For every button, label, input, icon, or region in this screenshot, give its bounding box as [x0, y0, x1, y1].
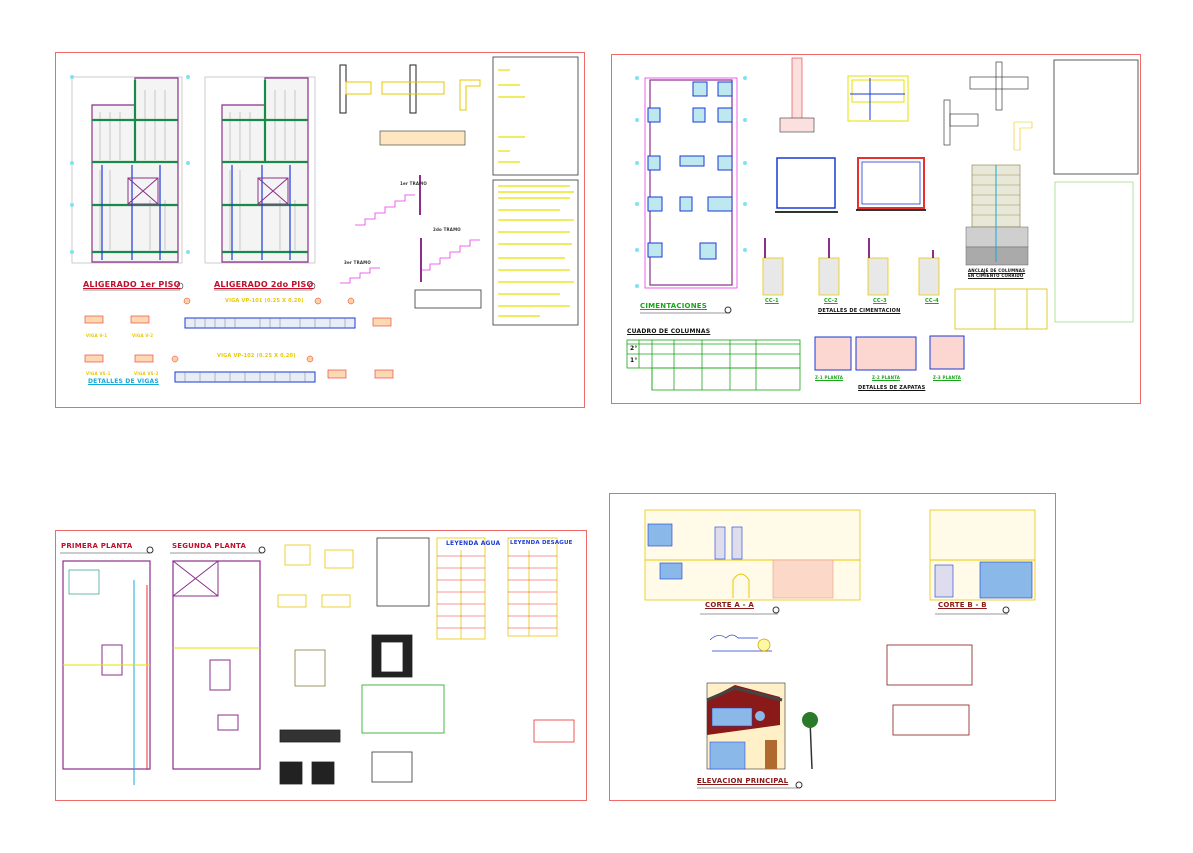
slab-plan-floor1: [70, 75, 190, 264]
sanitary-details: [277, 544, 413, 785]
water-legend-title: LEYENDA AGUA: [446, 540, 501, 547]
house-elevation: [697, 682, 818, 789]
stair-label-1: 1er TRAMO: [400, 181, 427, 186]
cistern-sections: [775, 157, 926, 213]
sheet-structural-slabs: [55, 52, 585, 408]
slab-plan-floor1-title: ALIGERADO 1er PISO: [83, 280, 181, 289]
foundation-anchor-detail: [965, 164, 1029, 266]
section-label: VIGA VS-1: [86, 371, 111, 376]
foundation-cut-label: CC-1: [765, 298, 779, 304]
stair-label-3: 3er TRAMO: [344, 260, 371, 265]
beam-details-title: DETALLES DE VIGAS: [88, 378, 159, 385]
foundation-plan: [635, 76, 747, 314]
foundation-plan-title: CIMENTACIONES: [640, 302, 707, 310]
column-floor-label: 2°: [630, 345, 638, 352]
legend-rows: [437, 555, 557, 629]
foundation-cut-details: [762, 238, 940, 296]
sheet-plumbing: [55, 530, 587, 801]
plumbing-floor1-title: PRIMERA PLANTA: [61, 542, 133, 550]
footing-plan-label: Z-1 PLANTA: [815, 375, 844, 380]
column-floor-label: 1°: [630, 357, 638, 364]
wall-footing-section: [779, 57, 815, 133]
plumbing-plan-floor2: [170, 546, 266, 770]
slab-plan-floor2-title: ALIGERADO 2do PISO: [214, 280, 314, 289]
section-b-title: CORTE B - B: [938, 601, 987, 609]
section-label: VIGA V-1: [86, 333, 108, 338]
yellow-notes-s1: [498, 69, 574, 317]
foundation-cut-label: CC-4: [925, 298, 939, 304]
foundation-details-title: DETALLES DE CIMENTACION: [818, 308, 901, 314]
slab-plan-floor2: [204, 76, 316, 264]
section-a-drawing: [644, 509, 861, 615]
anchor-detail-title: ANCLAJE DE COLUMNAS EN CIMIENTO CORRIDO: [968, 268, 1026, 278]
foundation-cut-label: CC-2: [824, 298, 838, 304]
footings-title: DETALLES DE ZAPATAS: [858, 385, 926, 391]
beam-sections: [84, 315, 394, 379]
stair-details: [340, 175, 480, 284]
section-label: VIGA V-2: [132, 333, 154, 338]
elevation-title: ELEVACION PRINCIPAL: [697, 777, 789, 785]
section-a-title: CORTE A - A: [705, 601, 754, 609]
title-underlines-s1: [83, 282, 316, 291]
column-schedule-table: [626, 339, 801, 391]
legend-tables: [436, 537, 558, 640]
section-label: VIGA VS-2: [134, 371, 159, 376]
sky-decoration: [709, 634, 772, 652]
footing-plan-label: Z-2 PLANTA: [872, 375, 901, 380]
foundation-cut-label: CC-3: [873, 298, 887, 304]
sheet-foundations: [611, 54, 1141, 404]
wall-details: [339, 64, 481, 146]
footing-plans: [814, 335, 965, 371]
column-table-title: CUADRO DE COLUMNAS: [627, 328, 711, 335]
footing-plan-label: Z-3 PLANTA: [933, 375, 962, 380]
drain-legend-title: LEYENDA DESAGUE: [510, 540, 573, 546]
general-specs-box: [1054, 181, 1134, 323]
plumbing-floor2-title: SEGUNDA PLANTA: [172, 542, 247, 550]
stair-label-2: 2do TRAMO: [433, 227, 461, 232]
beam-elevations: [171, 297, 356, 383]
tank-plan: [847, 75, 909, 122]
sheet-architecture: [609, 493, 1056, 801]
beam2-title: VIGA VP-102 (0.25 X 0.20): [217, 353, 296, 359]
beam1-title: VIGA VP-101 (0.25 X 0.20): [225, 298, 304, 304]
spec-boxes-s1: [414, 56, 579, 326]
section-b-drawing: [929, 509, 1036, 615]
plumbing-notes: [361, 537, 575, 743]
reinforcement-table: [954, 288, 1048, 330]
spec-boxes-s2: [1053, 59, 1139, 175]
notes-boxes-s4: [886, 644, 973, 736]
column-joint-details: [943, 61, 1033, 151]
plumbing-plan-floor1: [60, 546, 154, 785]
